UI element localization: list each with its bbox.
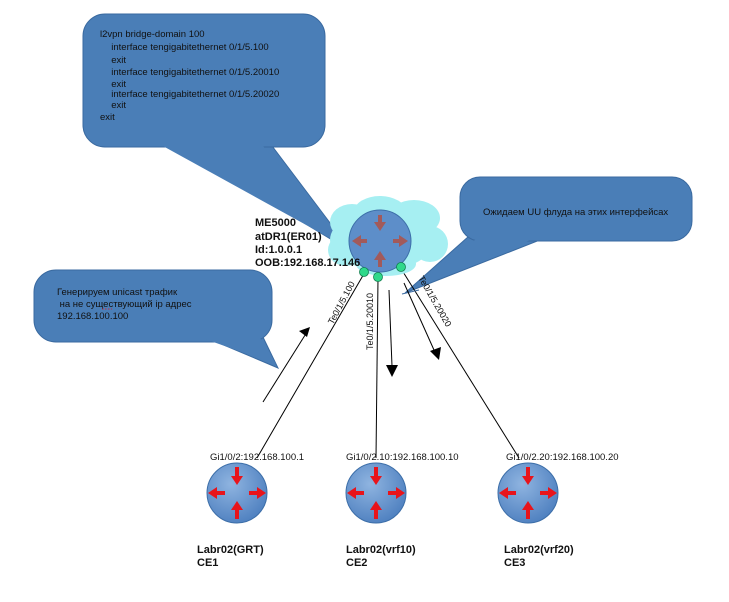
port-dot	[373, 272, 383, 282]
config-line: exit	[106, 100, 126, 111]
ce-router-1: Gi1/0/2:192.168.100.1 Labr02(GRT) CE1	[197, 452, 304, 569]
core-router-label: ME5000	[255, 217, 296, 229]
ce-role: CE2	[346, 557, 367, 569]
link-label-ce1: Te0/1/5.100	[326, 280, 357, 326]
links: Te0/1/5.100 Te0/1/5.20010 Te0/1/5.20020	[256, 266, 520, 459]
link-ce2	[375, 277, 379, 459]
ce-role: CE1	[197, 557, 218, 569]
unicast-callout: Генерируем unicast трафик на не существу…	[33, 269, 280, 369]
config-line: l2vpn bridge-domain 100	[100, 29, 205, 40]
ce-interface-label: Gi1/0/2.10:192.168.100.10	[346, 452, 459, 463]
router-icon	[345, 462, 407, 524]
config-line: interface tengigabitethernet 0/1/5.20010	[106, 67, 279, 78]
unicast-line: на не существующий ip адрес	[57, 299, 192, 310]
config-line: exit	[106, 55, 126, 66]
port-dot	[396, 262, 406, 272]
core-router-label: OOB:192.168.17.146	[255, 257, 360, 269]
router-icon	[206, 462, 268, 524]
arrow-down-icon	[386, 365, 398, 377]
core-router-label: Id:1.0.0.1	[255, 244, 302, 256]
ce-name: Labr02(vrf10)	[346, 544, 416, 556]
ce-router-3: Gi1/0/2.20:192.168.100.20 Labr02(vrf20) …	[497, 452, 619, 569]
unicast-line: 192.168.100.100	[57, 311, 128, 322]
ce-interface-label: Gi1/0/2.20:192.168.100.20	[506, 452, 619, 463]
arrow-down-icon	[430, 347, 441, 360]
flood-callout-text: Ожидаем UU флуда на этих интерфейсах	[483, 207, 668, 218]
config-line: exit	[106, 79, 126, 90]
config-callout: l2vpn bridge-domain 100 interface tengig…	[82, 13, 353, 253]
core-router: ME5000 atDR1(ER01) Id:1.0.0.1 OOB:192.16…	[255, 196, 448, 282]
port-dot	[359, 267, 369, 277]
link-ce3	[399, 266, 520, 459]
router-icon	[348, 209, 412, 273]
ce-name: Labr02(GRT)	[197, 544, 264, 556]
ce-name: Labr02(vrf20)	[504, 544, 574, 556]
core-router-label: atDR1(ER01)	[255, 231, 322, 243]
unicast-line: Генерируем unicast трафик	[57, 287, 178, 298]
ce-router-2: Gi1/0/2.10:192.168.100.10 Labr02(vrf10) …	[345, 452, 459, 569]
ce-role: CE3	[504, 557, 525, 569]
flood-callout: Ожидаем UU флуда на этих интерфейсах	[404, 176, 693, 294]
ce-interface-label: Gi1/0/2:192.168.100.1	[210, 452, 304, 463]
config-line: interface tengigabitethernet 0/1/5.20020	[106, 89, 279, 100]
router-icon	[497, 462, 559, 524]
link-label-ce2: Te0/1/5.20010	[365, 293, 375, 350]
arrow-up-icon	[299, 327, 310, 337]
config-line: exit	[100, 112, 115, 123]
config-line: interface tengigabitethernet 0/1/5.100	[106, 42, 269, 53]
traffic-arrows	[262, 282, 441, 403]
link-ce1	[256, 271, 366, 459]
